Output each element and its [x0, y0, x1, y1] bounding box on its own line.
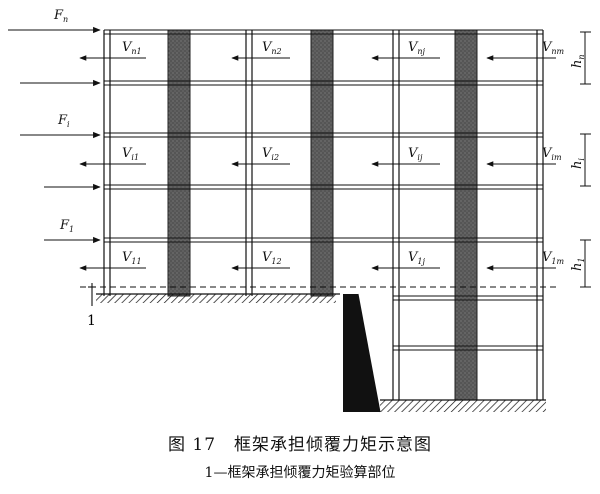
- shear-label-nj: Vnj: [408, 40, 426, 56]
- shear-label-12: V12: [262, 250, 282, 266]
- floor-beams: [104, 29, 543, 351]
- force-label-bottom: F1: [59, 218, 74, 234]
- height-label-1: h1: [570, 258, 586, 271]
- height-label-n: hn: [570, 54, 586, 68]
- figure-caption-title: 图 17 框架承担倾覆力矩示意图: [167, 435, 433, 455]
- shear-label-i2: Vi2: [262, 146, 279, 162]
- shear-label-n2: Vn2: [262, 40, 282, 56]
- force-label-top: Fn: [53, 8, 68, 24]
- shear-wall-2: [310, 29, 334, 297]
- shear-label-nm: Vnm: [542, 40, 565, 56]
- shear-label-11: V11: [122, 250, 142, 266]
- shear-arrows: [79, 55, 556, 271]
- shear-wall-1: [167, 29, 191, 297]
- height-dimensions: [580, 31, 591, 288]
- shear-label-i1: Vi1: [122, 146, 139, 162]
- shear-label-1m: V1m: [542, 250, 564, 266]
- shear-label-1j: V1j: [408, 250, 425, 266]
- retaining-wall: [343, 293, 381, 413]
- shear-label-n1: Vn1: [122, 40, 142, 56]
- check-location-label: 1: [87, 313, 96, 329]
- frame-columns: [103, 30, 544, 400]
- check-location-marker: [88, 283, 96, 306]
- figure-caption-note: 1—框架承担倾覆力矩验算部位: [204, 465, 396, 481]
- force-label-mid: Fi: [57, 113, 70, 129]
- force-arrows: [8, 26, 101, 244]
- ground: [96, 293, 546, 412]
- shear-label-im: Vim: [542, 146, 562, 162]
- shear-label-ij: Vij: [408, 146, 423, 162]
- height-label-i: hi: [570, 158, 586, 169]
